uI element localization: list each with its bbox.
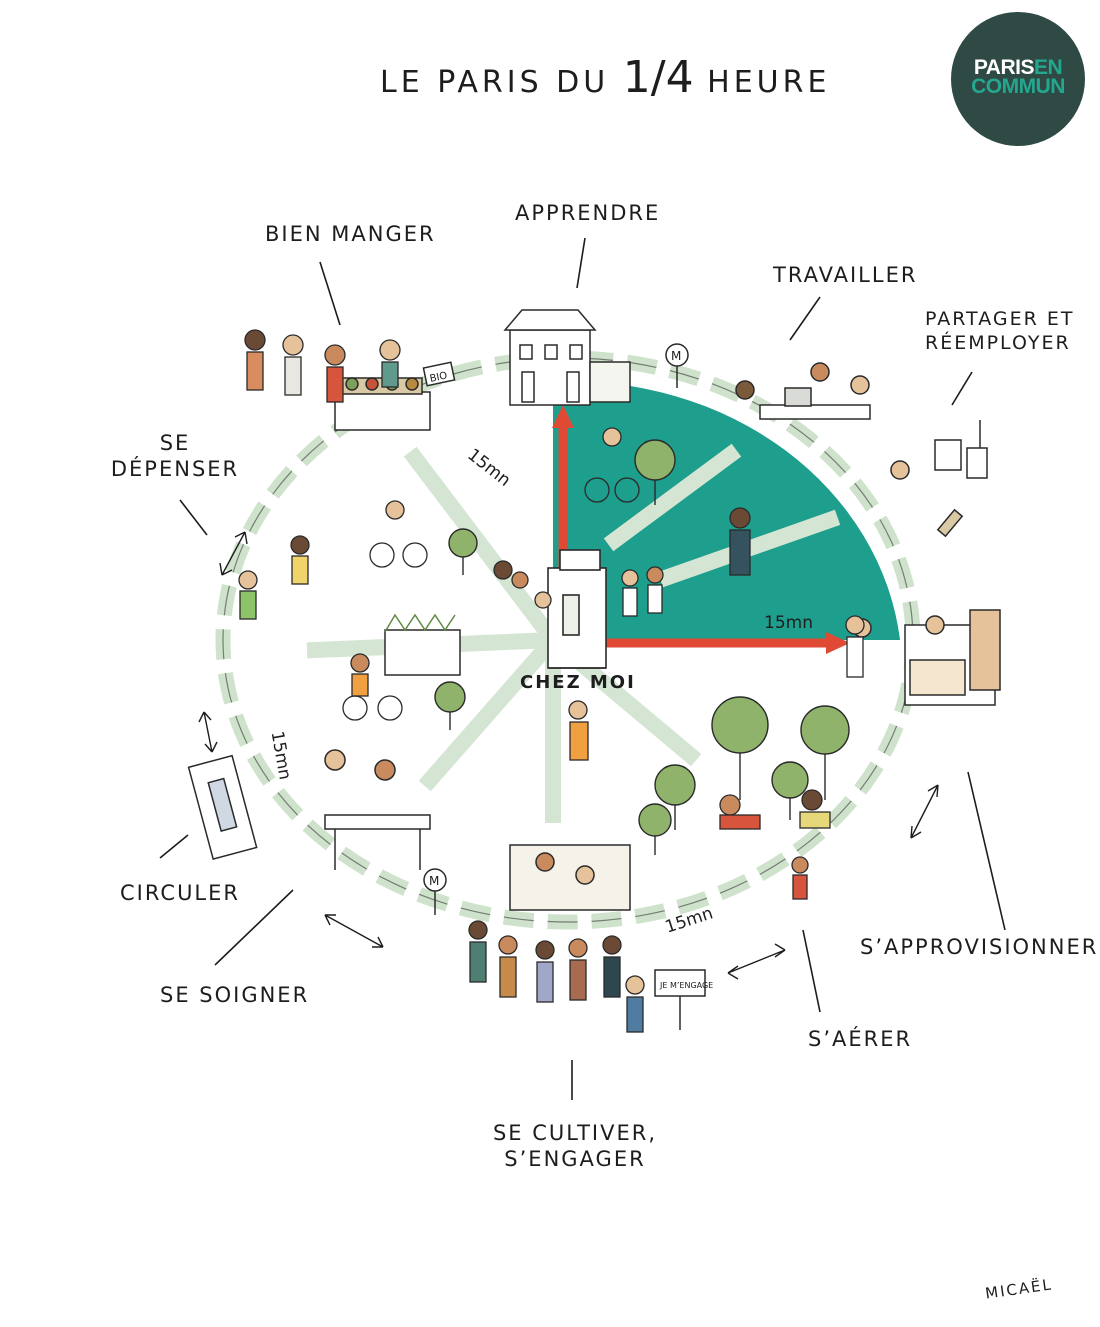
label-se-cultiver-sengager: SE CULTIVER, S’ENGAGER (492, 1121, 658, 1172)
duration-label-right: 15mn (764, 613, 813, 633)
doctor-office (324, 749, 431, 870)
center-label: CHEZ MOI (520, 672, 636, 693)
market-stall (334, 361, 456, 431)
label-travailler: TRAVAILLER (773, 263, 918, 287)
arrow-up-head (552, 405, 574, 428)
leader-lines (159, 237, 1006, 1100)
title-suffix: HEURE (707, 65, 831, 100)
logo-line-1: PARISEN (973, 56, 1063, 79)
radial-roads (306, 443, 841, 823)
engage-sign-text: JE M’ENGAGE (659, 981, 713, 990)
title-main: LE PARIS DU (380, 65, 610, 100)
bakery-shop (852, 609, 1001, 706)
cyclist-bench (187, 754, 258, 860)
label-sapprovisionner: S’APPROVISIONNER (860, 935, 1099, 959)
bio-sign-text: BIO (429, 370, 449, 384)
page-title: LE PARIS DU 1/4 HEURE (380, 52, 840, 103)
home-building (547, 549, 607, 669)
label-circuler: CIRCULER (120, 881, 240, 905)
logo-line-2: COMMUN (971, 75, 1065, 98)
label-saerer: S’AÉRER (808, 1027, 913, 1051)
park-trees (434, 439, 850, 855)
paris-en-commun-logo: PARISEN COMMUN (951, 12, 1085, 146)
theatre-stage (509, 844, 631, 911)
metro-sign-top (665, 343, 689, 388)
label-bien-manger: BIEN MANGER (265, 222, 436, 246)
people-figures (238, 329, 865, 1033)
engage-sign (654, 969, 706, 1030)
metro-sign-bottom-letter: M (429, 874, 439, 888)
label-se-soigner: SE SOIGNER (160, 983, 310, 1007)
metro-sign-top-letter: M (671, 349, 681, 363)
office-desks (735, 362, 871, 420)
arrow-right-head (826, 632, 850, 654)
garden-planter (384, 613, 461, 676)
duration-label-top-left: 15mn (463, 445, 514, 491)
label-apprendre: APPRENDRE (515, 201, 661, 225)
furniture-repair (890, 420, 988, 538)
school-building (503, 309, 631, 406)
title-fraction: 1/4 (622, 52, 694, 103)
label-se-depenser: SE DÉPENSER (110, 431, 240, 482)
metro-sign-bottom (423, 868, 447, 915)
label-partager-reemployer: PARTAGER ET RÉEMPLOYER (925, 308, 1075, 354)
double-arrows (198, 531, 939, 980)
